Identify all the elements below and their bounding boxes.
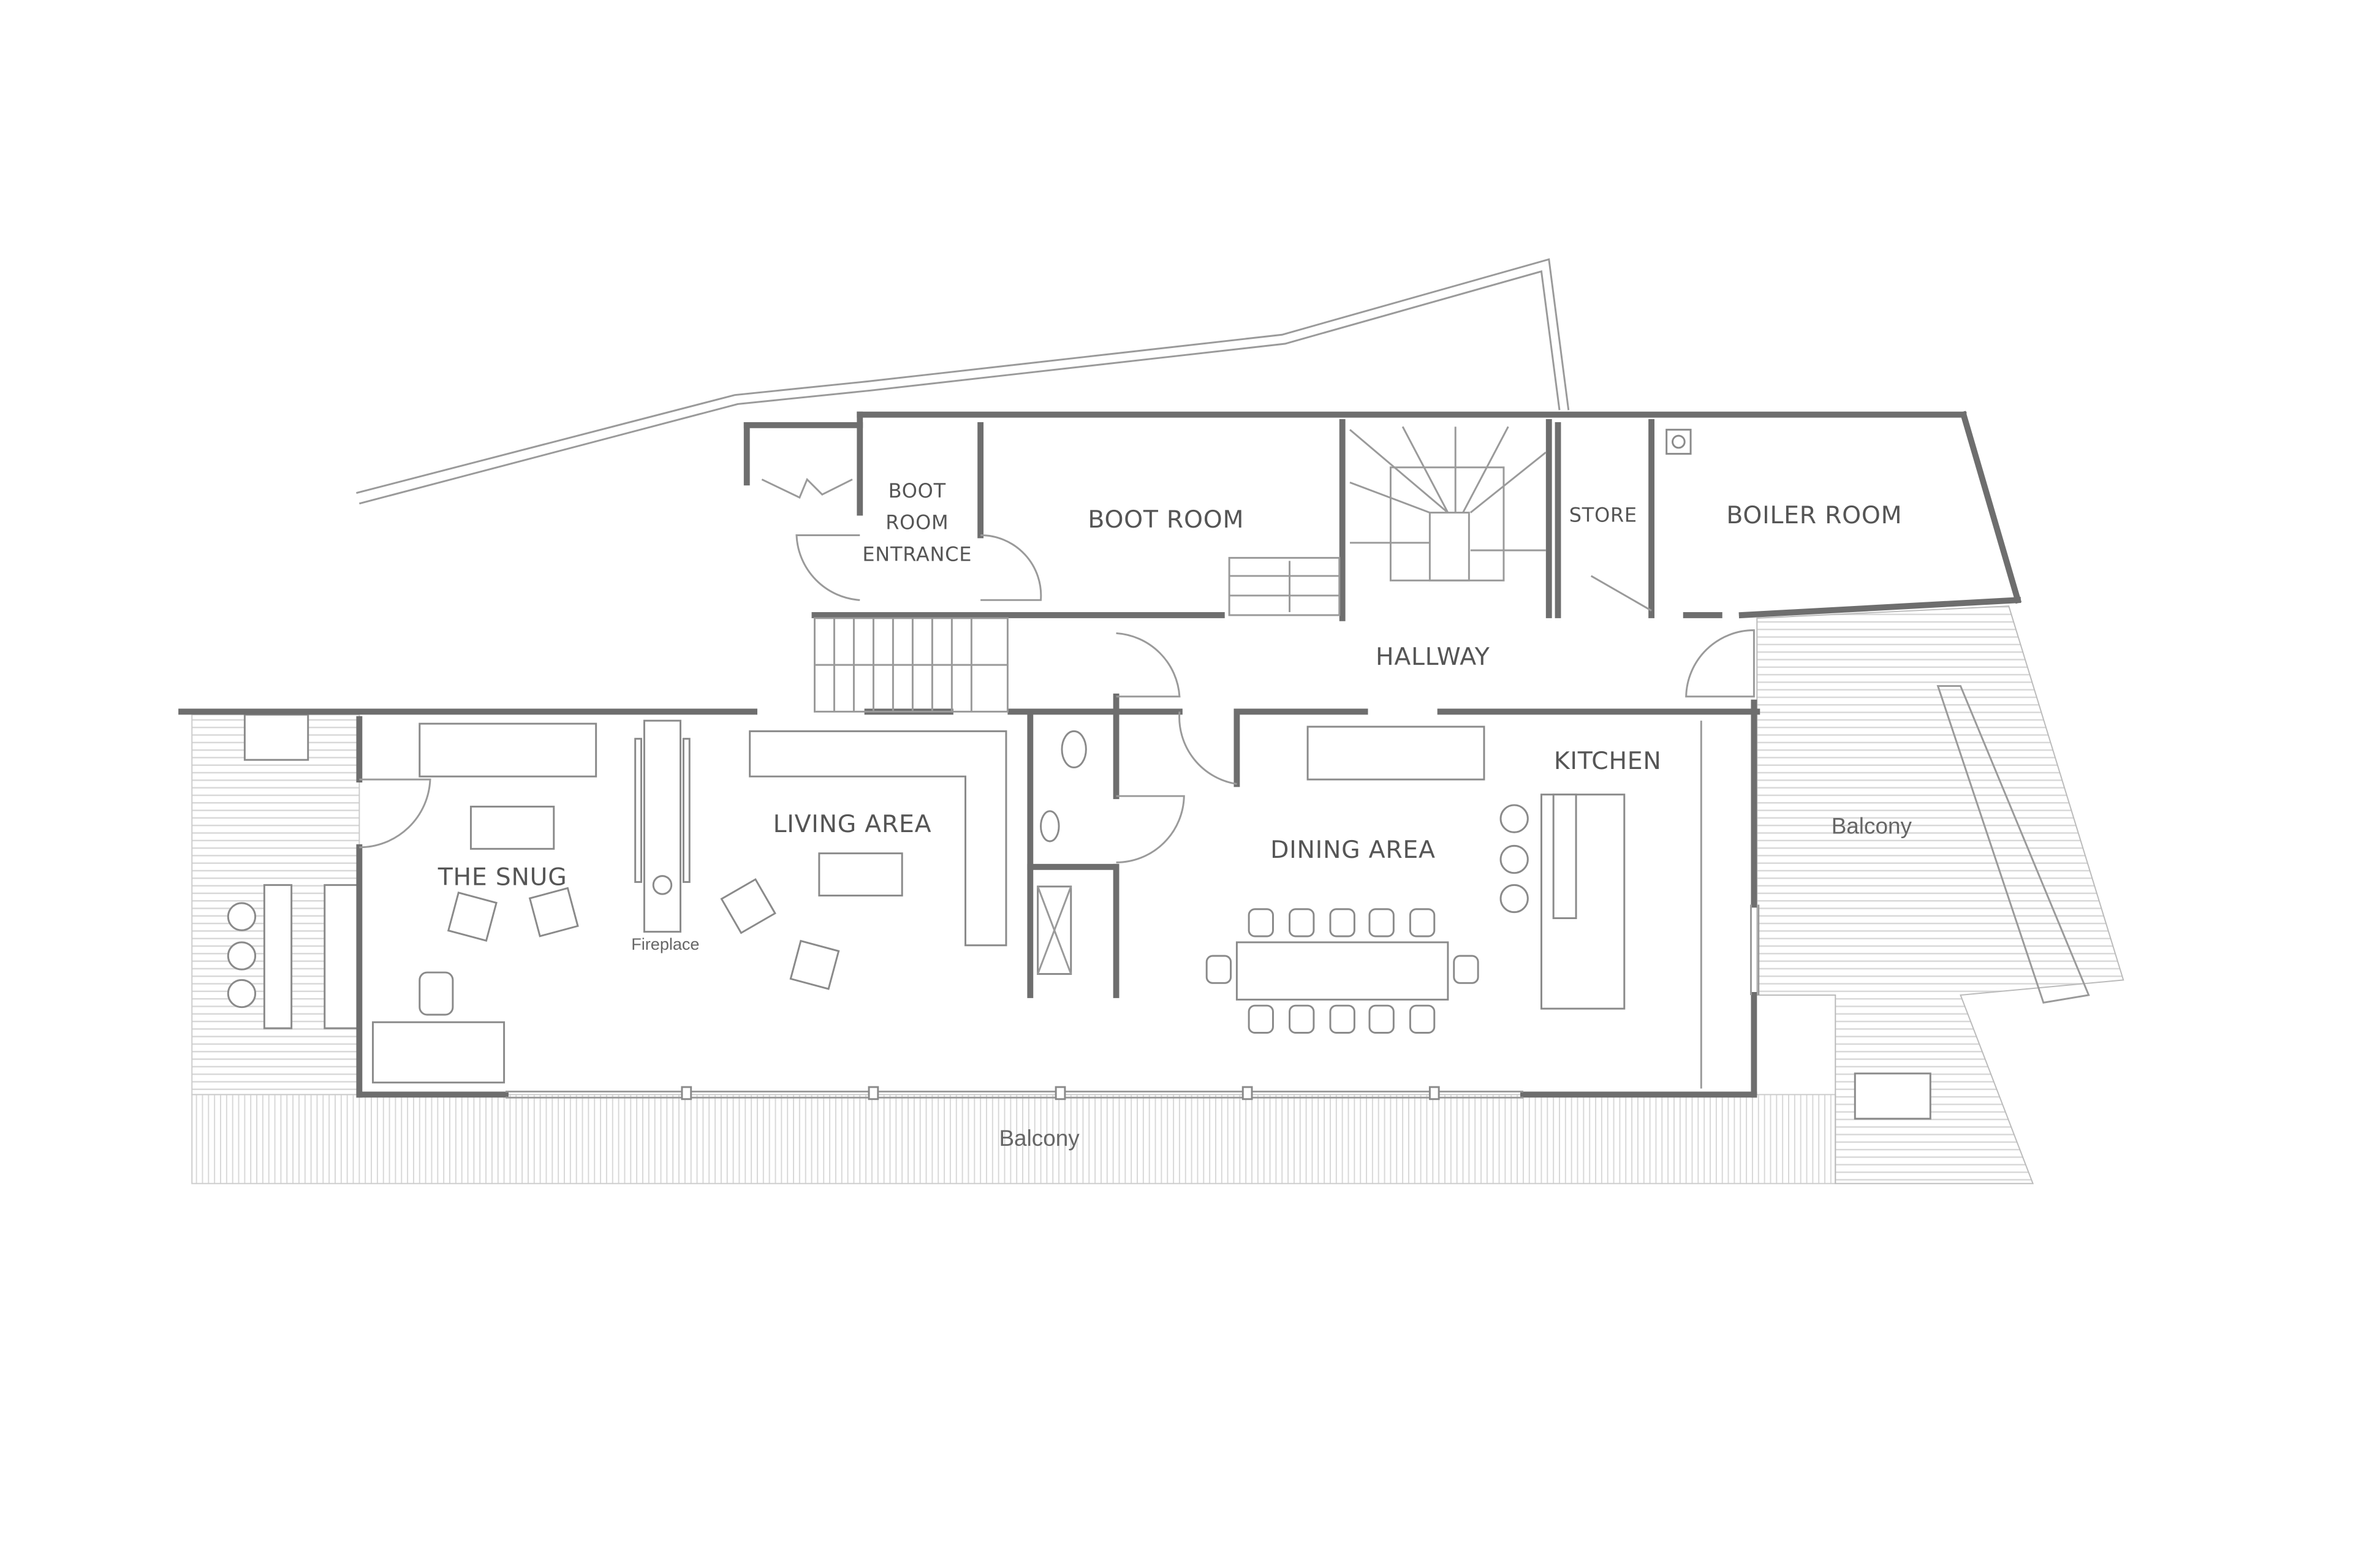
living-corner-sofa: [749, 730, 1007, 947]
label-kitchen: KITCHEN: [1554, 747, 1662, 775]
label-boiler-room: BOILER ROOM: [1726, 501, 1902, 529]
outdoor-table: [263, 884, 293, 1029]
bar-stools: [1499, 804, 1529, 914]
staircase-lower: [813, 617, 1009, 713]
outdoor-bench: [324, 884, 359, 1029]
label-boot-room-entrance-3: ENTRANCE: [862, 542, 972, 566]
label-store: STORE: [1569, 503, 1637, 526]
label-living-area: LIVING AREA: [773, 810, 932, 838]
outdoor-stools: [227, 902, 257, 1009]
dining-table: [1235, 941, 1449, 1001]
balcony-planter: [1854, 1072, 1931, 1120]
armchair: [528, 887, 579, 937]
staircase-boot-room: [1228, 556, 1341, 616]
label-boot-room: BOOT ROOM: [1088, 506, 1244, 534]
toilet: [1061, 730, 1087, 768]
balcony-east-deck: [1756, 605, 2124, 1184]
basin: [1040, 810, 1060, 843]
snug-coffee-table: [469, 805, 555, 850]
label-hallway: HALLWAY: [1376, 643, 1490, 671]
kitchen-counter-top: [1552, 793, 1577, 919]
outdoor-planter: [243, 713, 309, 761]
label-balcony-east: Balcony: [1832, 814, 1912, 839]
label-boot-room-entrance-2: ROOM: [885, 511, 949, 534]
balcony-east-ramp: [1936, 685, 2090, 1004]
shower: [1037, 885, 1072, 975]
snug-desk: [372, 1021, 506, 1084]
label-the-snug: THE SNUG: [438, 863, 567, 891]
doors[interactable]: [359, 477, 1755, 863]
balcony-south-deck: [191, 1094, 1836, 1184]
living-coffee-table: [818, 852, 903, 897]
label-balcony-south: Balcony: [999, 1126, 1080, 1151]
label-fireplace: Fireplace: [631, 935, 699, 953]
armchair: [447, 892, 498, 942]
armchair: [789, 939, 840, 990]
label-dining-area: DINING AREA: [1270, 836, 1436, 864]
fireplace-unit: [634, 719, 691, 933]
snug-sofa: [419, 722, 597, 778]
staircase-spiral: [1349, 426, 1547, 581]
dining-chairs: [1205, 908, 1479, 1034]
windows: [506, 904, 1760, 1100]
label-boot-room-entrance-1: BOOT: [889, 479, 946, 502]
dining-sideboard-sofa: [1306, 725, 1485, 781]
desk-chair: [419, 971, 454, 1016]
terrain-line: [356, 258, 1570, 505]
armchair: [720, 878, 776, 934]
